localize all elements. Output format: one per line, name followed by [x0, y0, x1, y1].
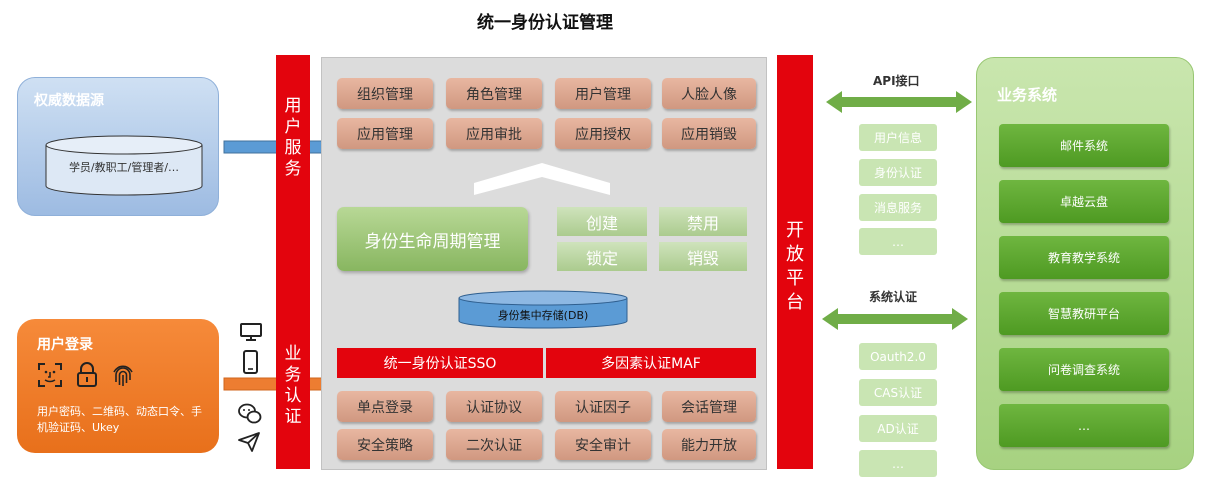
btn-security-policy[interactable]: 安全策略 — [337, 429, 433, 460]
business-systems-title: 业务系统 — [997, 86, 1058, 104]
data-source-title: 权威数据源 — [34, 93, 104, 109]
biz-more[interactable]: … — [999, 404, 1169, 447]
btn-secondary-auth[interactable]: 二次认证 — [446, 429, 542, 460]
data-source-users: 学员/教职工/管理者/… — [68, 161, 180, 174]
btn-app-destroy[interactable]: 应用销毁 — [662, 118, 756, 149]
page-title: 统一身份认证管理 — [477, 13, 613, 33]
btn-single-sign-on[interactable]: 单点登录 — [337, 391, 433, 422]
sysauth-oauth2[interactable]: Oauth2.0 — [859, 343, 937, 370]
biz-survey-system[interactable]: 问卷调查系统 — [999, 348, 1169, 391]
login-methods: 用户密码、二维码、动态口令、手机验证码、Ukey — [37, 405, 202, 434]
identity-lifecycle-management: 身份生命周期管理 — [337, 207, 528, 271]
sso-header: 统一身份认证SSO — [337, 348, 543, 378]
state-create[interactable]: 创建 — [557, 207, 647, 236]
sysauth-ad[interactable]: AD认证 — [859, 415, 937, 442]
biz-teaching-system[interactable]: 教育教学系统 — [999, 236, 1169, 279]
lock-icon — [77, 362, 97, 387]
fingerprint-icon — [113, 365, 133, 386]
btn-app-approval[interactable]: 应用审批 — [446, 118, 542, 149]
monitor-icon — [240, 323, 262, 341]
api-more[interactable]: … — [859, 228, 937, 255]
btn-session-management[interactable]: 会话管理 — [662, 391, 756, 422]
btn-user-management[interactable]: 用户管理 — [555, 78, 651, 109]
left-red-bar — [276, 55, 310, 469]
identity-storage-cylinder-icon — [458, 290, 628, 329]
biz-research-platform[interactable]: 智慧教研平台 — [999, 292, 1169, 335]
sysauth-double-arrow — [822, 308, 968, 330]
mobile-phone-icon — [243, 350, 258, 374]
database-cylinder-icon — [45, 135, 203, 196]
btn-org-management[interactable]: 组织管理 — [337, 78, 433, 109]
sysauth-more[interactable]: … — [859, 450, 937, 477]
api-identity-auth[interactable]: 身份认证 — [859, 159, 937, 186]
btn-role-management[interactable]: 角色管理 — [446, 78, 542, 109]
btn-auth-factor[interactable]: 认证因子 — [555, 391, 651, 422]
send-icon — [238, 432, 260, 452]
business-auth-label: 业务认证 — [284, 344, 302, 427]
chevron-up-icon — [474, 163, 610, 195]
api-double-arrow — [826, 91, 972, 113]
maf-header: 多因素认证MAF — [546, 348, 756, 378]
btn-capability-open[interactable]: 能力开放 — [662, 429, 756, 460]
api-interface-label: API接口 — [873, 74, 920, 88]
right-red-bar — [777, 55, 813, 469]
user-login-title: 用户登录 — [37, 337, 93, 353]
btn-face-portrait[interactable]: 人脸人像 — [662, 78, 756, 109]
sysauth-cas[interactable]: CAS认证 — [859, 379, 937, 406]
open-platform-label: 开放平台 — [786, 220, 804, 313]
user-service-label: 用户服务 — [284, 96, 302, 179]
biz-cloud-disk[interactable]: 卓越云盘 — [999, 180, 1169, 223]
btn-security-audit[interactable]: 安全审计 — [555, 429, 651, 460]
state-lock[interactable]: 锁定 — [557, 242, 647, 271]
biz-mail-system[interactable]: 邮件系统 — [999, 124, 1169, 167]
state-disable[interactable]: 禁用 — [659, 207, 747, 236]
api-message-service[interactable]: 消息服务 — [859, 194, 937, 221]
state-destroy[interactable]: 销毁 — [659, 242, 747, 271]
wechat-icon — [238, 403, 262, 424]
system-auth-label: 系统认证 — [869, 290, 918, 304]
api-user-info[interactable]: 用户信息 — [859, 124, 937, 151]
face-scan-icon — [38, 363, 62, 387]
user-login-box — [17, 319, 219, 453]
btn-auth-protocol[interactable]: 认证协议 — [446, 391, 542, 422]
btn-app-authorization[interactable]: 应用授权 — [555, 118, 651, 149]
btn-app-management[interactable]: 应用管理 — [337, 118, 433, 149]
identity-storage-label: 身份集中存储(DB) — [497, 309, 589, 322]
